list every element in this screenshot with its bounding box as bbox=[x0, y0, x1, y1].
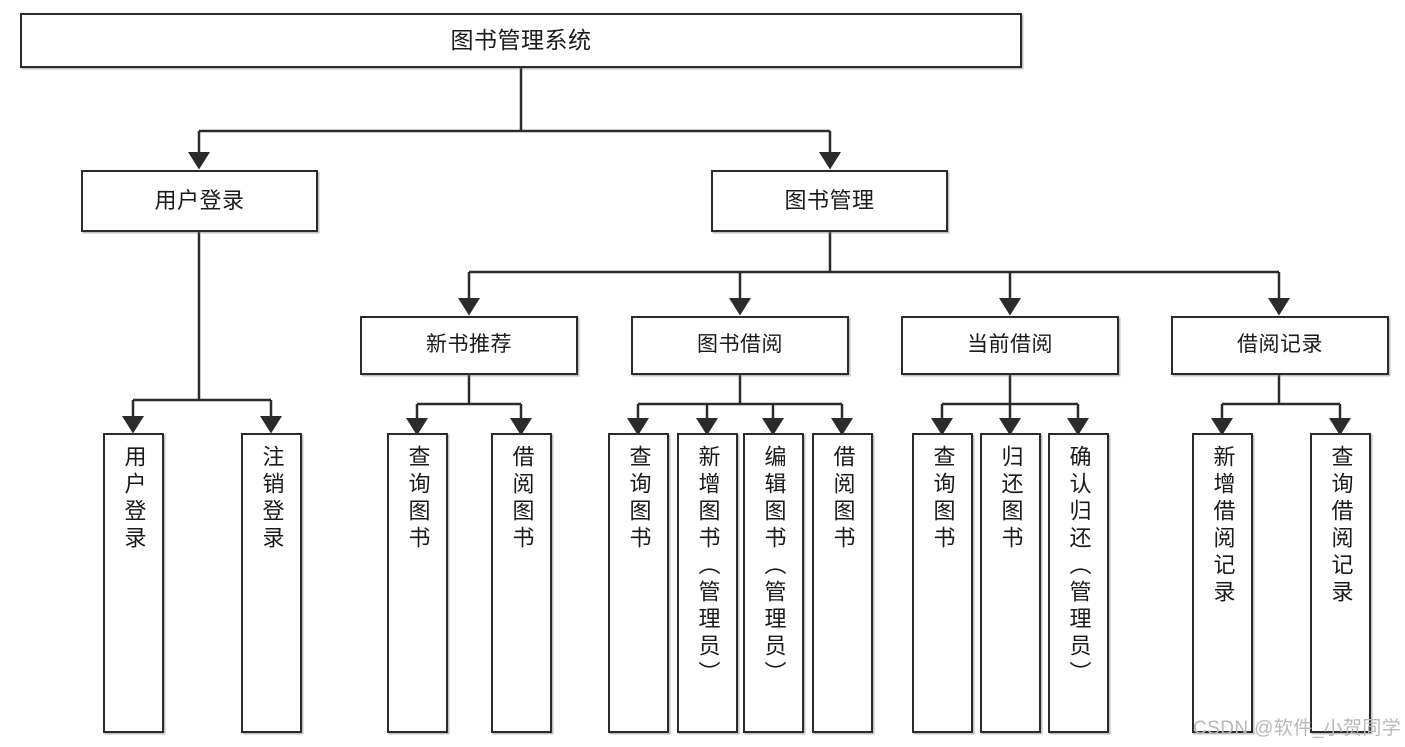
leaf-user-login[interactable]: 用户登录 bbox=[103, 433, 164, 733]
node-label: 归还图书 bbox=[998, 445, 1024, 553]
node-label: 借阅记录 bbox=[1237, 333, 1323, 357]
leaf-current-confirm-return[interactable]: 确认归还（管理员） bbox=[1048, 433, 1109, 733]
node-label: 图书管理系统 bbox=[450, 26, 592, 53]
node-label: 借阅图书 bbox=[830, 445, 856, 553]
node-label: 查询图书 bbox=[626, 445, 652, 553]
node-current-borrow[interactable]: 当前借阅 bbox=[901, 316, 1119, 375]
leaf-record-add[interactable]: 新增借阅记录 bbox=[1192, 433, 1253, 733]
node-label: 注销登录 bbox=[259, 445, 285, 553]
node-label: 借阅图书 bbox=[509, 445, 535, 553]
node-label: 新书推荐 bbox=[426, 333, 512, 357]
leaf-current-return-book[interactable]: 归还图书 bbox=[980, 433, 1041, 733]
node-book-borrow[interactable]: 图书借阅 bbox=[631, 316, 849, 375]
leaf-borrow-query-book[interactable]: 查询图书 bbox=[608, 433, 669, 733]
node-label: 编辑图书（管理员） bbox=[761, 445, 787, 688]
node-label: 用户登录 bbox=[121, 445, 147, 553]
leaf-record-query[interactable]: 查询借阅记录 bbox=[1310, 433, 1371, 733]
leaf-recommend-borrow-book[interactable]: 借阅图书 bbox=[491, 433, 552, 733]
node-label: 确认归还（管理员） bbox=[1066, 445, 1092, 688]
node-label: 查询图书 bbox=[930, 445, 956, 553]
node-label: 查询借阅记录 bbox=[1328, 445, 1354, 607]
leaf-borrow-add-book[interactable]: 新增图书（管理员） bbox=[677, 433, 738, 733]
leaf-borrow-borrow-book[interactable]: 借阅图书 bbox=[812, 433, 873, 733]
leaf-borrow-edit-book[interactable]: 编辑图书（管理员） bbox=[743, 433, 804, 733]
leaf-user-logout[interactable]: 注销登录 bbox=[241, 433, 302, 733]
node-root-system[interactable]: 图书管理系统 bbox=[20, 13, 1022, 68]
node-label: 图书管理 bbox=[784, 188, 875, 214]
node-label: 新增图书（管理员） bbox=[695, 445, 721, 688]
leaf-recommend-query-book[interactable]: 查询图书 bbox=[387, 433, 448, 733]
csdn-watermark: CSDN @软件_小贺同学 bbox=[1193, 718, 1402, 739]
node-label: 图书借阅 bbox=[697, 333, 783, 357]
node-user-login[interactable]: 用户登录 bbox=[81, 170, 318, 232]
node-new-book-recommend[interactable]: 新书推荐 bbox=[360, 316, 578, 375]
node-label: 当前借阅 bbox=[967, 333, 1053, 357]
node-borrow-record[interactable]: 借阅记录 bbox=[1171, 316, 1389, 375]
node-label: 用户登录 bbox=[154, 188, 245, 214]
node-label: 新增借阅记录 bbox=[1210, 445, 1236, 607]
leaf-current-query-book[interactable]: 查询图书 bbox=[912, 433, 973, 733]
node-book-management[interactable]: 图书管理 bbox=[711, 170, 948, 232]
node-label: 查询图书 bbox=[405, 445, 431, 553]
